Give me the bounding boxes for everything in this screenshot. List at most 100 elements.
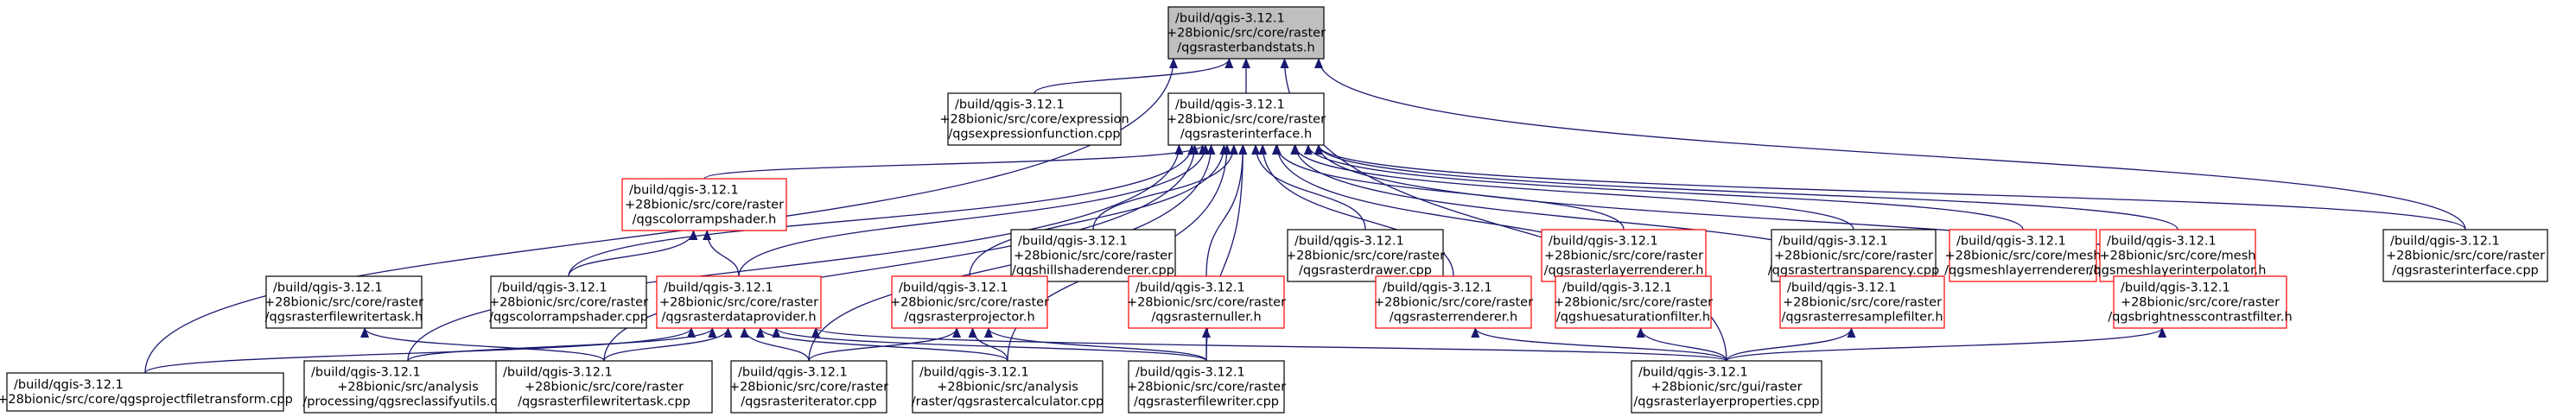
node-label-line: /build/qgis-3.12.1 [1294,235,1404,249]
node-box [1010,229,1176,282]
node-box [1779,275,1945,329]
node-box [6,372,284,412]
node-label-line: /build/qgis-3.12.1 [1638,366,1748,380]
edge-layerprops-to-resample [1726,327,1856,362]
node-iface_cpp[interactable]: /build/qgis-3.12.1+28bionic/src/core/ras… [2382,229,2548,282]
node-label-line: /qgsrasteriterator.cpp [741,395,876,409]
node-iface_h[interactable]: /build/qgis-3.12.1+28bionic/src/core/ras… [1167,92,1326,146]
node-meshinterp[interactable]: /build/qgis-3.12.1+28bionic/src/core/mes… [2089,229,2267,282]
node-crs_h[interactable]: /build/qgis-3.12.1+28bionic/src/core/ras… [621,178,787,231]
node-label-line: /qgshuesaturationfilter.h [1556,311,1710,325]
node-reclass[interactable]: /build/qgis-3.12.1+28bionic/src/analysis… [302,360,513,414]
node-box [730,360,887,414]
node-box [1631,360,1822,414]
node-huesat[interactable]: /build/qgis-3.12.1+28bionic/src/core/ras… [1554,275,1713,329]
node-label-line: +28bionic/src/core/raster [2386,250,2545,263]
node-iter[interactable]: /build/qgis-3.12.1+28bionic/src/core/ras… [729,360,888,414]
node-label-line: /build/qgis-3.12.1 [1175,12,1285,26]
node-root[interactable]: /build/qgis-3.12.1+28bionic/src/core/ras… [1167,6,1326,60]
node-brightness[interactable]: /build/qgis-3.12.1+28bionic/src/core/ras… [2108,275,2293,329]
edge-meshrend-to-iface_h [1304,144,2024,231]
node-label-line: +28bionic/src/core/raster [1127,296,1286,310]
node-label-line: +28bionic/src/core/raster [1374,296,1533,310]
node-label-line: /build/qgis-3.12.1 [1383,281,1492,295]
edge-meshinterp-to-iface_h [1314,144,2178,231]
node-resample[interactable]: /build/qgis-3.12.1+28bionic/src/core/ras… [1779,275,1945,329]
node-label-line: +28bionic/src/core/raster [1167,27,1326,41]
edge-renderer-to-iface_h [1258,144,1454,277]
node-label-line: +28bionic/src/core/raster [1783,296,1942,310]
node-label-line: /qgsexpressionfunction.cpp [948,128,1120,142]
node-label-line: /qgsrasterinterface.cpp [2392,264,2538,278]
node-label-line: +28bionic/src/core/raster [489,296,648,310]
node-label-line: /build/qgis-3.12.1 [1549,235,1658,249]
node-label-line: /build/qgis-3.12.1 [273,281,383,295]
node-label-line: /build/qgis-3.12.1 [2121,281,2230,295]
node-drawer[interactable]: /build/qgis-3.12.1+28bionic/src/core/ras… [1286,229,1445,282]
node-hill[interactable]: /build/qgis-3.12.1+28bionic/src/core/ras… [1010,229,1176,282]
edge-layerprops-to-brightness [1726,327,2166,362]
node-label-line: /qgsrasterfilewritertask.cpp [518,395,690,409]
node-label-line: +28bionic/src/core/raster [1286,250,1445,263]
node-expr[interactable]: /build/qgis-3.12.1+28bionic/src/core/exp… [939,92,1129,146]
node-label-line: /build/qgis-3.12.1 [498,281,607,295]
node-lrend[interactable]: /build/qgis-3.12.1+28bionic/src/core/ras… [1541,229,1707,282]
node-label-line: /qgsrasterdataprovider.h [661,311,816,325]
node-box [2099,229,2256,282]
node-box [947,92,1122,146]
node-box [2113,275,2287,329]
edge-dprov-to-crs_h [703,230,740,277]
node-label-line: /processing/qgsreclassifyutils.cpp [302,395,512,409]
node-label-line: /qgsrasterbandstats.h [1177,41,1314,55]
node-label-line: /build/qgis-3.12.1 [955,98,1065,112]
node-label-line: /qgsrasterprojector.h [904,311,1034,325]
node-box [1287,229,1444,282]
node-calc[interactable]: /build/qgis-3.12.1+28bionic/src/analysis… [912,360,1104,414]
node-box [1128,275,1285,329]
node-projtrans[interactable]: /build/qgis-3.12.1+28bionic/src/core/qgs… [0,372,293,412]
node-fwtask_h[interactable]: /build/qgis-3.12.1+28bionic/src/core/ras… [264,275,423,329]
node-label-line: +28bionic/src/core/raster [1167,113,1326,127]
node-box [1555,275,1712,329]
edge-fwtask_cpp-to-dprov [603,327,733,362]
edge-proj_h-to-iface_h [969,144,1229,277]
node-label-line: +28bionic/src/core/raster [659,296,818,310]
node-proj_h[interactable]: /build/qgis-3.12.1+28bionic/src/core/ras… [890,275,1049,329]
node-fwriter[interactable]: /build/qgis-3.12.1+28bionic/src/core/ras… [1127,360,1286,414]
dependency-nodes: /build/qgis-3.12.1+28bionic/src/core/ras… [0,6,2548,414]
edge-crs_cpp-to-crs_h [568,230,698,277]
edge-calc-to-dprov [756,327,1008,362]
node-layerprops[interactable]: /build/qgis-3.12.1+28bionic/src/gui/rast… [1631,360,1822,414]
node-renderer[interactable]: /build/qgis-3.12.1+28bionic/src/core/ras… [1374,275,1533,329]
node-label-line: /qgshillshaderenderer.cpp [1012,264,1174,278]
node-crs_cpp[interactable]: /build/qgis-3.12.1+28bionic/src/core/ras… [489,275,648,329]
edge-layerprops-to-huesat [1636,327,1727,362]
node-label-line: +28bionic/src/core/raster [264,296,423,310]
node-box [912,360,1104,414]
node-label-line: /build/qgis-3.12.1 [1018,235,1128,249]
edge-iface_cpp-to-root [1314,58,2466,231]
node-box [1541,229,1707,282]
node-label-line: /build/qgis-3.12.1 [503,366,613,380]
edge-iter-to-proj_h [808,327,962,362]
edge-crs_h-to-iface_h [703,144,1207,180]
node-label-line: /qgsrasterrenderer.h [1390,311,1517,325]
node-label-line: /qgsmeshlayerinterpolator.h [2089,264,2267,278]
node-dprov[interactable]: /build/qgis-3.12.1+28bionic/src/core/ras… [656,275,822,329]
node-label-line: /qgscolorrampshader.cpp [489,311,648,325]
node-label-line: /build/qgis-3.12.1 [1562,281,1672,295]
node-label-line: +28bionic/src/core/raster [1554,296,1713,310]
node-transp[interactable]: /build/qgis-3.12.1+28bionic/src/core/ras… [1768,229,1939,282]
node-box [1771,229,1937,282]
node-meshrend[interactable]: /build/qgis-3.12.1+28bionic/src/core/mes… [1944,229,2102,282]
node-label-line: /build/qgis-3.12.1 [1135,281,1245,295]
edge-nuller-to-iface_h [1205,144,1248,277]
node-fwtask_cpp[interactable]: /build/qgis-3.12.1+28bionic/src/core/ras… [495,360,713,414]
node-box [265,275,423,329]
node-label-line: +28bionic/src/core/raster [525,381,684,395]
edge-iter-to-dprov [740,327,810,362]
edge-lrend-to-iface_h [1272,144,1625,231]
node-nuller[interactable]: /build/qgis-3.12.1+28bionic/src/core/ras… [1127,275,1286,329]
node-label-line: /qgscolorrampshader.h [633,213,777,227]
edge-projtrans-to-dprov [144,327,696,374]
